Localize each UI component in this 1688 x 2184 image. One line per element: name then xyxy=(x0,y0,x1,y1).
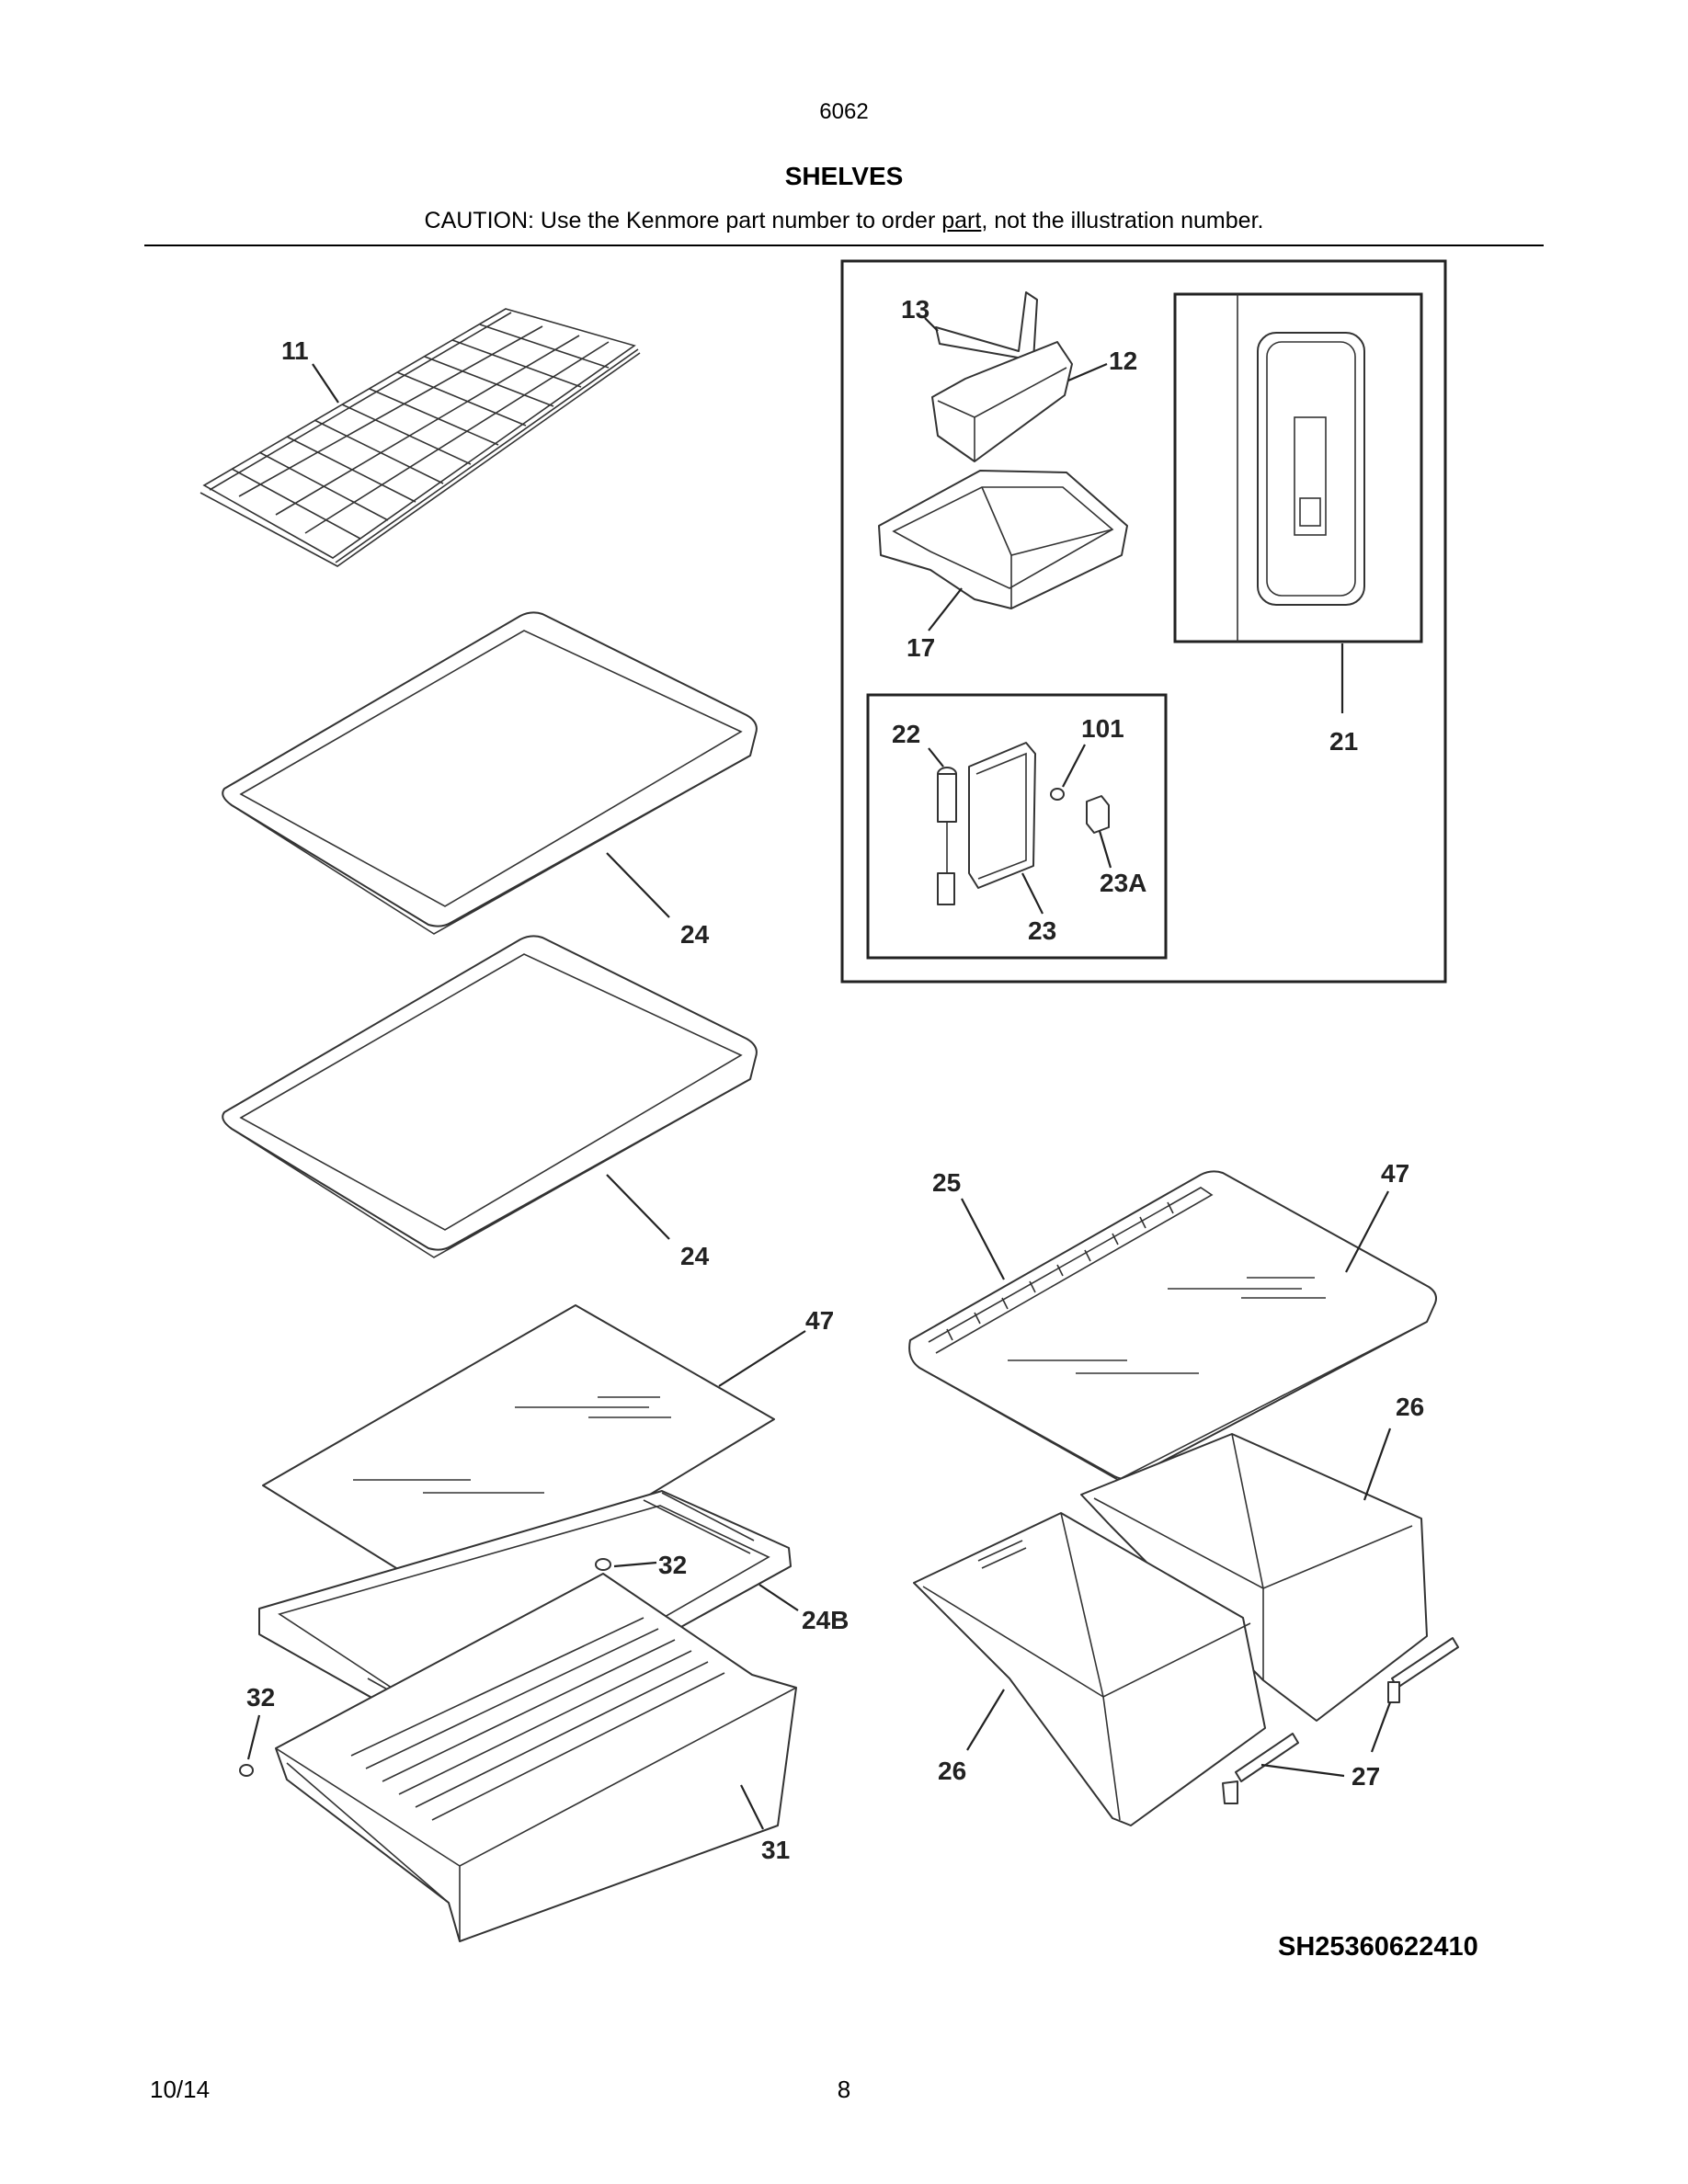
leader-13 xyxy=(924,317,939,332)
leader-24-upper xyxy=(606,852,670,918)
callout-47-left: 47 xyxy=(805,1306,834,1335)
callout-22: 22 xyxy=(892,720,920,748)
callout-23: 23 xyxy=(1028,916,1056,945)
crisper-glass-left-drawing xyxy=(262,1304,775,1610)
leader-47-right xyxy=(1345,1190,1389,1273)
callout-47-right: 47 xyxy=(1381,1159,1409,1188)
section-title: SHELVES xyxy=(784,162,904,190)
crisper-cover-25-drawing xyxy=(908,1170,1437,1481)
leader-12 xyxy=(1067,362,1108,382)
callout-11: 11 xyxy=(281,336,309,365)
leader-26-right xyxy=(1363,1428,1392,1501)
crisper-drawer-back-26-drawing xyxy=(1080,1433,1428,1722)
housing-17-drawing xyxy=(878,470,1128,609)
light-assembly-inset-box xyxy=(840,259,1447,984)
leader-27-lower xyxy=(1260,1763,1345,1778)
leader-24b xyxy=(758,1584,799,1611)
cover-12-drawing xyxy=(931,341,1073,462)
spacer-32-right-drawing xyxy=(595,1558,611,1571)
callout-24-upper: 24 xyxy=(680,920,710,949)
glass-shelf-upper-drawing xyxy=(222,611,758,935)
caution-text-end: , not the illustration number. xyxy=(981,208,1264,233)
callout-31: 31 xyxy=(761,1836,790,1864)
leader-22 xyxy=(928,747,944,768)
light-shield-23-drawing xyxy=(968,742,1036,889)
header-rule xyxy=(144,245,1544,246)
leader-17 xyxy=(928,587,963,631)
callout-32-right: 32 xyxy=(658,1551,687,1579)
caution-underlined-word: part xyxy=(941,208,982,233)
leader-26-left xyxy=(966,1689,1005,1751)
callout-17: 17 xyxy=(907,633,935,662)
crisper-pan-drawing xyxy=(275,1573,797,1942)
leader-31 xyxy=(740,1784,764,1830)
screw-101-drawing xyxy=(1050,788,1065,801)
caution-note: CAUTION: Use the Kenmore part number to … xyxy=(0,208,1688,234)
model-number: 6062 xyxy=(819,99,869,124)
callout-32-left: 32 xyxy=(246,1683,275,1712)
callout-21: 21 xyxy=(1329,727,1358,756)
glass-shelf-lower-drawing xyxy=(222,935,758,1258)
callout-25: 25 xyxy=(932,1168,961,1197)
leader-24-lower xyxy=(606,1174,670,1240)
footer-date: 10/14 xyxy=(150,2076,211,2103)
callout-24-lower: 24 xyxy=(680,1242,710,1270)
drawer-slides-27-drawing xyxy=(1222,1637,1459,1804)
drawing-code: SH25360622410 xyxy=(1278,1932,1478,1962)
handle-13-drawing xyxy=(935,291,1038,361)
leader-32-left xyxy=(246,1714,261,1760)
leader-23a xyxy=(1098,830,1112,869)
cover-23a-drawing xyxy=(1086,795,1110,834)
caution-text-start: CAUTION: Use the Kenmore part number to … xyxy=(424,208,942,233)
callout-26-left: 26 xyxy=(938,1757,966,1785)
leader-32-right xyxy=(613,1561,657,1568)
leader-27-upper xyxy=(1370,1701,1392,1753)
leader-25 xyxy=(961,1198,1005,1280)
leader-101 xyxy=(1062,744,1086,788)
control-panel-detail-box xyxy=(1173,292,1423,643)
crisper-drawer-front-26-drawing xyxy=(913,1512,1266,1826)
light-socket-detail-box xyxy=(866,693,1168,960)
leader-23 xyxy=(1021,872,1044,915)
leader-47-left xyxy=(718,1330,806,1387)
callout-101: 101 xyxy=(1081,714,1124,743)
callout-26-right: 26 xyxy=(1396,1393,1424,1421)
light-socket-22-drawing xyxy=(937,767,957,905)
leader-11 xyxy=(312,363,339,404)
callout-27: 27 xyxy=(1352,1762,1380,1791)
page-number: 8 xyxy=(837,2076,851,2103)
spacer-32-left-drawing xyxy=(239,1764,254,1777)
callout-24b: 24B xyxy=(802,1606,849,1634)
wire-shelf-drawing xyxy=(200,308,641,567)
callout-23a: 23A xyxy=(1100,869,1146,897)
callout-12: 12 xyxy=(1109,347,1137,375)
control-panel-21-drawing xyxy=(1237,294,1365,642)
